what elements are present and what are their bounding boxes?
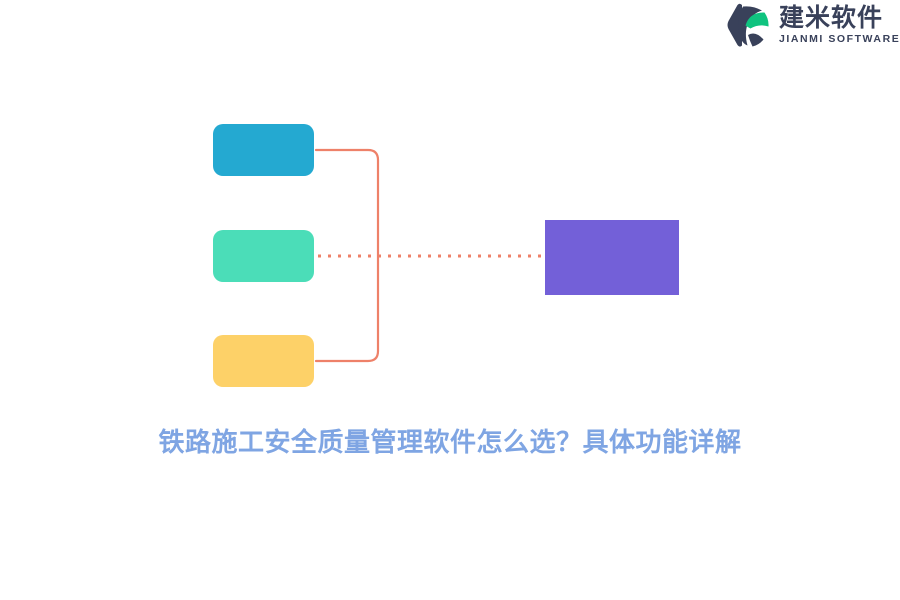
diagram-node-purple[interactable] — [545, 220, 679, 295]
diagram-node-mint[interactable] — [213, 230, 314, 282]
brand-name-en: JIANMI SOFTWARE — [779, 33, 900, 46]
brand-logo: 建米软件 JIANMI SOFTWARE — [726, 0, 899, 50]
connector-cyan-to-gold — [314, 148, 380, 363]
jianmi-leaf-badge-icon — [727, 3, 769, 47]
diagram-node-gold[interactable] — [213, 335, 314, 387]
page-title: 铁路施工安全质量管理软件怎么选？具体功能详解 — [158, 428, 742, 458]
diagram-node-cyan[interactable] — [213, 124, 314, 176]
logo-wordmark: 建米软件 JIANMI SOFTWARE — [779, 5, 900, 45]
brand-name-cn: 建米软件 — [779, 3, 884, 33]
